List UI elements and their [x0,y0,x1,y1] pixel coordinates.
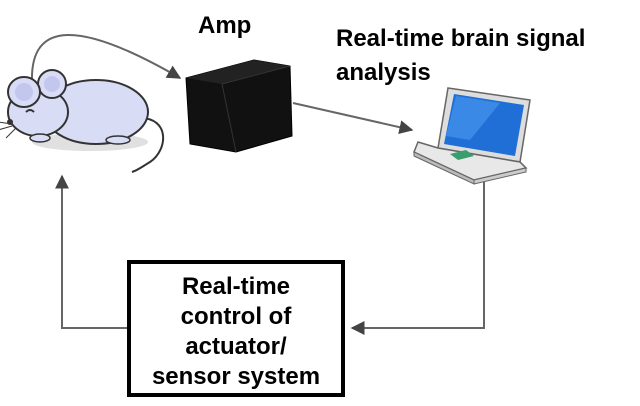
arrow-analysis-to-control [350,180,485,335]
arrow-control-to-mouse [55,174,127,329]
amp-label: Amp [198,12,252,39]
mouse-icon [0,69,164,173]
arrow-amp-to-analysis [292,102,414,135]
control-system-label: Real-time control of actuator/ sensor sy… [131,272,341,392]
analysis-label-line2: analysis [336,59,431,86]
laptop-icon [413,87,531,185]
control-system-box: Real-time control of actuator/ sensor sy… [127,260,345,397]
amplifier-box-icon [185,59,293,153]
control-label-line4: sensor system [151,363,321,390]
control-label-line3: actuator/ [185,333,287,360]
analysis-label: Real-time brain signal analysis [336,22,585,90]
control-label-line1: Real-time [181,273,291,300]
analysis-label-line1: Real-time brain signal [336,25,586,52]
control-label-line2: control of [180,303,292,330]
arrow-mouse-to-amp [30,34,182,83]
